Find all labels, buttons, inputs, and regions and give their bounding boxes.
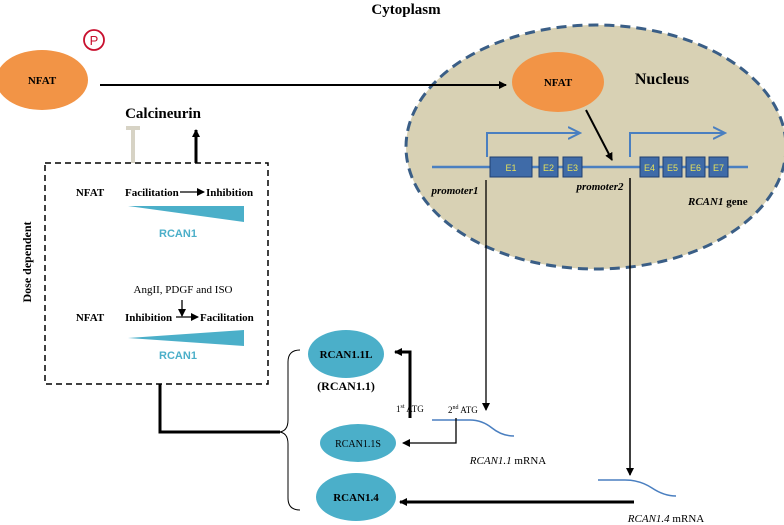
nucleus-compartment [404,23,784,271]
box-bottom-facilitation: Facilitation [200,312,254,324]
isoform-brace [277,349,301,511]
exon-e3-label: E3 [567,163,578,173]
box-top-nfat: NFAT [76,187,105,199]
exon-e3 [562,156,583,178]
box-top-rcan1-wedge [128,206,244,222]
exon-e7-label: E7 [713,163,724,173]
gene-name: RCAN1 [687,196,723,208]
box-bottom-stimuli: AngII, PDGF and ISO [134,284,233,296]
phospho-icon [83,29,105,51]
gene-name-label: RCAN1 gene [687,196,748,208]
rcan11l-protein [308,330,384,378]
rcan11-mrna-suffix: mRNA [512,455,547,467]
tss2-arrow [629,133,725,157]
rcan14-mrna-suffix: mRNA [670,513,705,525]
nfat-cytoplasm-label: NFAT [28,75,57,87]
box-bottom-rcan1: RCAN1 [159,350,197,362]
box-bottom-nfat: NFAT [76,312,105,324]
exon-e5 [662,156,683,178]
exon-e7 [708,156,729,178]
rcan11-mrna-name: RCAN1.1 [469,455,512,467]
promoter2-label: promoter2 [575,181,624,193]
rcan11l-alias: (RCAN1.1) [317,379,375,393]
nfat-nucleus [512,52,604,112]
rcan14-protein [316,473,396,521]
second-atg-arrow [402,418,457,447]
box-top-inhibition: Inhibition [206,187,253,199]
exon-e4 [639,156,660,178]
box-to-brace-connector [158,384,280,434]
exon-e1 [489,156,533,178]
second-atg-label: 2nd ATG [448,405,478,415]
exon-group-left: E1 E2 E3 [489,156,583,178]
exon-e5-label: E5 [667,163,678,173]
exon-e2 [538,156,559,178]
first-atg-arrow [394,348,412,418]
box-bottom-rcan1-wedge [128,330,244,346]
box-top-facilitation: Facilitation [125,187,179,199]
exon-e2-label: E2 [543,163,554,173]
nfat-nucleus-label: NFAT [544,77,573,89]
nucleus-label: Nucleus [635,71,689,88]
promoter1-label: promoter1 [430,185,478,197]
phospho-label: P [90,33,99,48]
exon-e6-label: E6 [690,163,701,173]
gene-suffix: gene [723,196,747,208]
exon-group-right: E4 E5 E6 E7 [639,156,729,178]
dose-dependent-box [44,162,269,385]
rcan11l-label: RCAN1.1L [320,349,373,361]
rcan11-mrna-label: RCAN1.1 mRNA [469,455,546,467]
box-top-rcan1: RCAN1 [159,228,197,240]
rcan14-mrna-name: RCAN1.4 [627,513,670,525]
exon-e4-label: E4 [644,163,655,173]
rcan11s-label: RCAN1.1S [335,439,381,450]
rcan11-mrna-strand [432,419,515,437]
tss1-arrow [486,133,580,157]
calcineurin-label: Calcineurin [125,106,201,122]
box-bottom-inhibition: Inhibition [125,312,172,324]
first-atg-label: 1st ATG [396,404,424,414]
rcan11s-protein [320,424,396,462]
cytoplasm-title: Cytoplasm [371,2,441,18]
rcan14-mrna-strand [598,479,677,497]
exon-e6 [685,156,706,178]
dose-dependent-label: Dose dependent [20,221,34,302]
exon-e1-label: E1 [505,163,516,173]
nfat-binding-arrow [585,109,613,161]
rcan14-label: RCAN1.4 [333,492,379,504]
nfat-cytoplasm [0,50,88,110]
rcan14-mrna-label: RCAN1.4 mRNA [627,513,704,525]
